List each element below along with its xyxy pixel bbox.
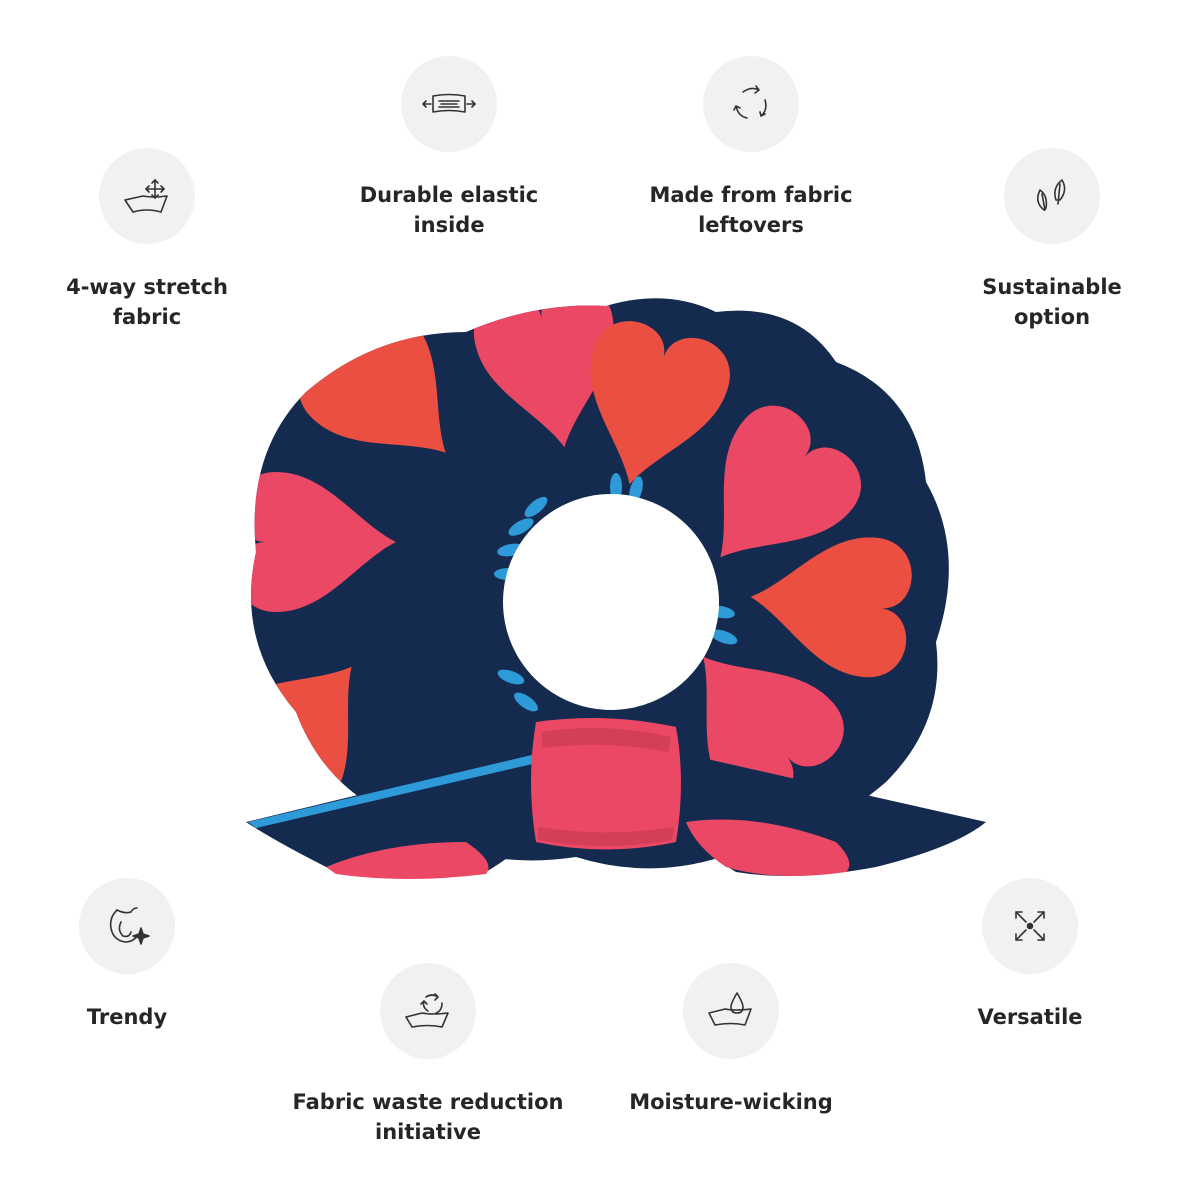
feature-moisture: Moisture-wicking <box>581 963 881 1117</box>
feature-trendy: Trendy <box>0 878 277 1032</box>
expand-arrows-icon <box>982 878 1078 974</box>
trendy-sparkle-icon <box>79 878 175 974</box>
blue-accents <box>494 473 738 712</box>
scrunchie-bow <box>246 718 986 879</box>
stretch-fabric-icon <box>99 148 195 244</box>
feature-label: Versatile <box>977 1005 1083 1029</box>
scrunchie-illustration <box>246 298 986 879</box>
water-drop-fabric-icon <box>683 963 779 1059</box>
feature-label: Moisture-wicking <box>629 1090 833 1114</box>
scrunchie-hole <box>503 494 719 710</box>
feature-versatile: Versatile <box>880 878 1180 1032</box>
feature-label: Trendy <box>86 1005 168 1029</box>
leaves-icon <box>1004 148 1100 244</box>
fabric-recycle-icon <box>380 963 476 1059</box>
recycle-arrows-icon <box>703 56 799 152</box>
elastic-arrows-icon <box>401 56 497 152</box>
